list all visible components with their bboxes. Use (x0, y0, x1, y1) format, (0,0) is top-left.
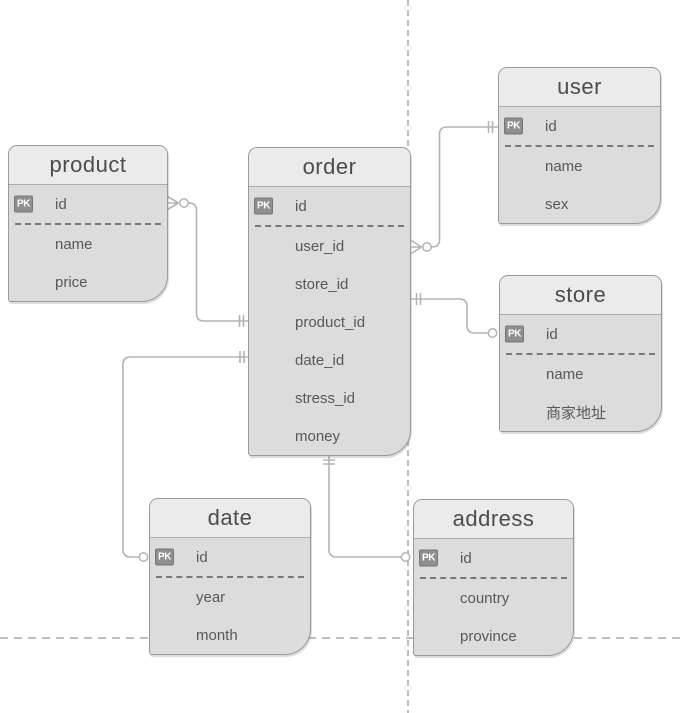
column-label: product_id (295, 313, 366, 331)
pk-divider (420, 577, 567, 579)
column-label: id (295, 197, 307, 215)
relationship-product-order[interactable] (167, 195, 249, 328)
table-order-title: order (249, 148, 410, 187)
table-user[interactable]: user PK id name sex (498, 67, 661, 224)
pk-divider (255, 225, 404, 227)
crow-foot-icon (411, 239, 422, 255)
one-tick-icon (238, 315, 245, 327)
column-label: money (295, 427, 341, 445)
zero-ring-icon (138, 552, 149, 562)
zero-ring-icon (179, 198, 189, 208)
column-label: id (460, 549, 472, 567)
column-label: name (545, 157, 583, 175)
pk-badge: PK (14, 195, 33, 213)
table-order-row-money: money (249, 417, 410, 455)
pk-divider (505, 145, 654, 147)
table-order-row-stress-id: stress_id (249, 379, 410, 417)
table-product[interactable]: product PK id name price (8, 145, 168, 302)
pk-badge: PK (504, 117, 523, 135)
column-label: country (460, 589, 510, 607)
table-store-pk-row: PK id (500, 315, 661, 353)
pk-divider (506, 353, 655, 355)
column-label: year (196, 588, 226, 606)
pk-badge: PK (155, 548, 174, 566)
relationship-order-address[interactable] (323, 456, 411, 562)
pk-badge: PK (505, 325, 524, 343)
table-user-row-name: name (499, 147, 660, 185)
table-order-row-date-id: date_id (249, 341, 410, 379)
column-label: name (55, 235, 93, 253)
table-product-row-name: name (9, 225, 167, 263)
column-label: id (546, 325, 558, 343)
table-date-row-month: month (150, 616, 310, 654)
one-tick-icon (239, 351, 245, 363)
table-user-row-sex: sex (499, 185, 660, 223)
column-label: store_id (295, 275, 349, 293)
table-date[interactable]: date PK id year month (149, 498, 311, 655)
zero-ring-icon (422, 242, 432, 252)
column-label: id (55, 195, 67, 213)
column-label: 商家地址 (546, 404, 607, 422)
table-date-row-year: year (150, 578, 310, 616)
pk-badge: PK (419, 549, 438, 567)
relationship-order-user[interactable] (411, 121, 499, 255)
column-label: id (196, 548, 208, 566)
pk-divider (15, 223, 161, 225)
table-store-row-name: name (500, 355, 661, 393)
page-break-guide-horizontal (0, 637, 681, 639)
table-product-title: product (9, 146, 167, 185)
column-label: province (460, 627, 517, 645)
column-label: user_id (295, 237, 345, 255)
table-order[interactable]: order PK id user_id store_id product_id … (248, 147, 411, 456)
crow-foot-icon (167, 195, 179, 211)
pk-badge: PK (254, 197, 273, 215)
zero-ring-icon (487, 328, 498, 338)
table-user-title: user (499, 68, 660, 107)
table-address-pk-row: PK id (414, 539, 573, 577)
table-store-row-merchant-address: 商家地址 (500, 393, 661, 431)
table-store-title: store (500, 276, 661, 315)
column-label: sex (545, 195, 569, 213)
table-store[interactable]: store PK id name 商家地址 (499, 275, 662, 432)
column-label: month (196, 626, 238, 644)
table-user-pk-row: PK id (499, 107, 660, 145)
column-label: stress_id (295, 389, 356, 407)
table-order-row-user-id: user_id (249, 227, 410, 265)
relationship-order-date[interactable] (122, 351, 248, 562)
table-address-row-country: country (414, 579, 573, 617)
one-tick-icon (323, 459, 335, 465)
table-product-pk-row: PK id (9, 185, 167, 223)
pk-divider (156, 576, 304, 578)
table-date-pk-row: PK id (150, 538, 310, 576)
table-product-row-price: price (9, 263, 167, 301)
column-label: price (55, 273, 88, 291)
one-tick-icon (415, 293, 422, 305)
column-label: name (546, 365, 584, 383)
relationship-order-store[interactable] (411, 293, 498, 338)
table-address-row-province: province (414, 617, 573, 655)
table-order-pk-row: PK id (249, 187, 410, 225)
zero-ring-icon (400, 552, 411, 562)
column-label: id (545, 117, 557, 135)
table-order-row-product-id: product_id (249, 303, 410, 341)
table-order-row-store-id: store_id (249, 265, 410, 303)
table-address-title: address (414, 500, 573, 539)
column-label: date_id (295, 351, 345, 369)
one-tick-icon (487, 121, 494, 133)
table-date-title: date (150, 499, 310, 538)
table-address[interactable]: address PK id country province (413, 499, 574, 656)
